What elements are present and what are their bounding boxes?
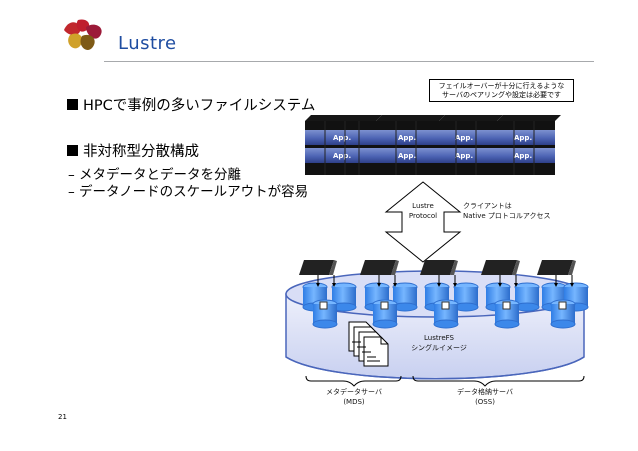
lustre-protocol-line-2: Protocol	[408, 212, 438, 220]
oss-line-2: (OSS)	[475, 398, 495, 406]
client-access-line-2: Native プロトコルアクセス	[463, 212, 551, 220]
bullet-hpc-text: HPCで事例の多いファイルシステム	[83, 98, 316, 114]
client-server-group-1: App. App.	[305, 115, 382, 175]
app-label-7: App.	[514, 134, 532, 142]
storage-unit-1	[299, 260, 357, 329]
failover-note-line-1: フェイルオーバーが十分に行えるような	[438, 82, 565, 90]
title-divider	[104, 61, 594, 62]
square-bullet-icon	[67, 99, 78, 110]
mds-line-2: (MDS)	[343, 398, 365, 406]
app-label-2: App.	[333, 152, 351, 160]
company-logo-icon	[64, 19, 102, 50]
client-server-group-2: App. App.	[376, 115, 445, 175]
app-label-3: App.	[398, 134, 416, 142]
failover-note-box: フェイルオーバーが十分に行えるような サーバのペアリングや設定は必要です	[429, 79, 574, 102]
sub-bullet-metadata-separation: – メタデータとデータを分離	[68, 167, 242, 183]
file-stack-icon	[348, 321, 389, 367]
mds-label: メタデータサーバ (MDS)	[319, 387, 389, 407]
sub-bullet-data-scaleout: – データノードのスケールアウトが容易	[68, 184, 309, 200]
storage-unit-3	[420, 260, 479, 329]
lustrefs-label: LustreFS シングルイメージ	[408, 333, 470, 353]
client-server-group-4: App. App.	[497, 115, 561, 175]
app-label-1: App.	[333, 134, 351, 142]
square-bullet-icon	[67, 145, 78, 156]
page-number: 21	[58, 413, 67, 421]
oss-label: データ格納サーバ (OSS)	[447, 387, 523, 407]
page-title: Lustre	[118, 33, 177, 54]
lustre-protocol-double-arrow	[384, 181, 462, 263]
bullet-asymmetric-architecture-text: 非対称型分散構成	[83, 144, 199, 160]
client-server-group-3: App. App.	[439, 115, 503, 175]
failover-note-line-2: サーバのペアリングや設定は必要です	[442, 91, 561, 99]
oss-bracket	[412, 375, 585, 387]
storage-unit-2	[360, 260, 418, 329]
mds-line-1: メタデータサーバ	[326, 388, 382, 396]
client-server-rack-row: App. App. App. App. App. App.	[305, 115, 561, 175]
bullet-hpc: HPCで事例の多いファイルシステム	[67, 99, 315, 114]
app-label-6: App.	[455, 152, 473, 160]
storage-server-cluster	[299, 260, 589, 329]
mds-bracket	[305, 375, 402, 387]
storage-unit-5	[537, 260, 589, 329]
lustrefs-line-1: LustreFS	[424, 334, 454, 342]
storage-unit-4	[481, 260, 540, 329]
bullet-asymmetric-architecture: 非対称型分散構成	[67, 145, 199, 160]
app-label-8: App.	[514, 152, 532, 160]
app-label-5: App.	[455, 134, 473, 142]
client-access-label: クライアントは Native プロトコルアクセス	[463, 201, 551, 221]
oss-line-1: データ格納サーバ	[457, 388, 513, 396]
lustre-protocol-line-1: Lustre	[412, 202, 434, 210]
client-access-line-1: クライアントは	[463, 202, 512, 210]
app-label-4: App.	[398, 152, 416, 160]
lustre-protocol-label: Lustre Protocol	[404, 201, 442, 221]
lustrefs-line-2: シングルイメージ	[411, 344, 467, 352]
